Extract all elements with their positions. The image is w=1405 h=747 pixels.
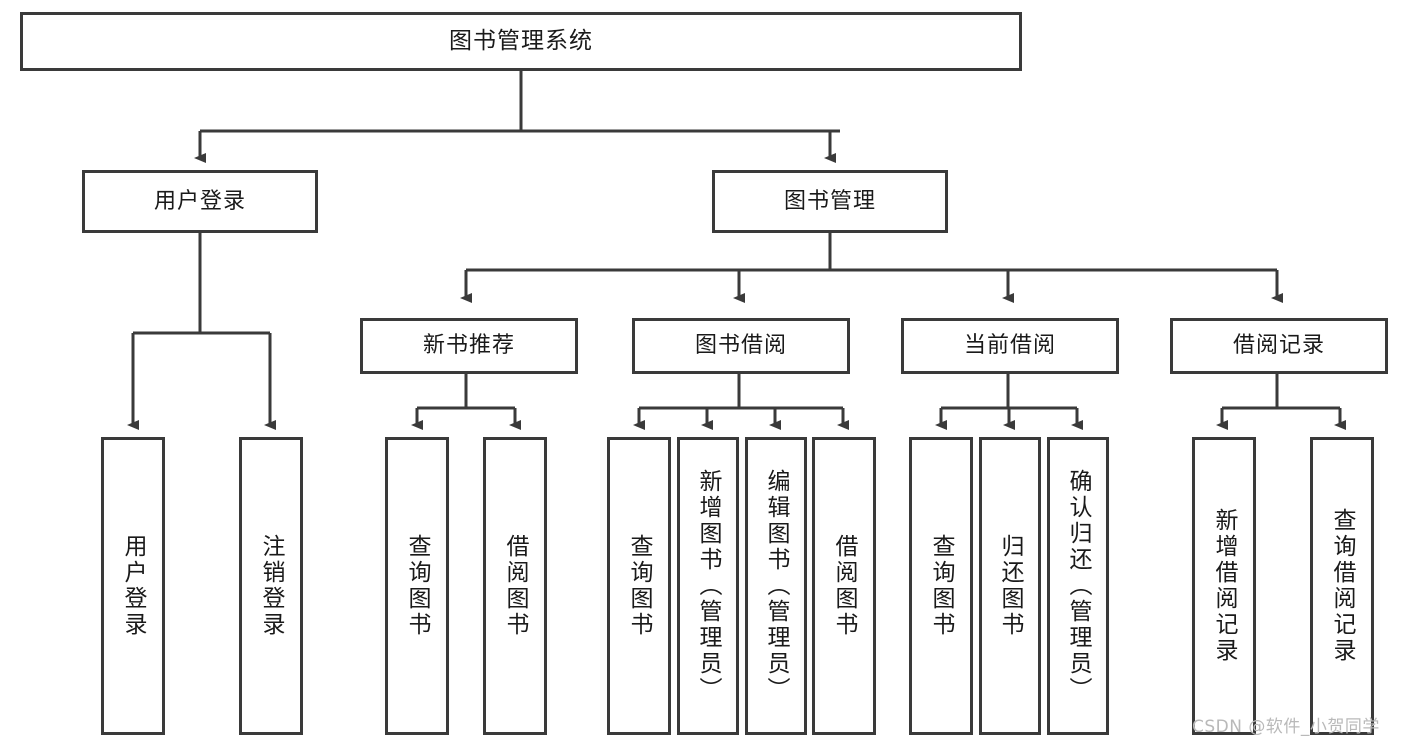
- node-label: 用户登录: [153, 188, 246, 214]
- leaf-current-confirm-return-admin[interactable]: 确认归还（管理员）: [1047, 437, 1109, 735]
- node-book-borrow[interactable]: 图书借阅: [632, 318, 850, 374]
- node-label: 查询借阅记录: [1329, 508, 1356, 664]
- leaf-borrow-edit-book-admin[interactable]: 编辑图书（管理员）: [745, 437, 807, 735]
- leaf-user-logout[interactable]: 注销登录: [239, 437, 303, 735]
- node-label: 当前借阅: [963, 333, 1056, 359]
- node-current-borrow[interactable]: 当前借阅: [901, 318, 1119, 374]
- leaf-current-query-book[interactable]: 查询图书: [909, 437, 973, 735]
- leaf-recommend-borrow-book[interactable]: 借阅图书: [483, 437, 547, 735]
- leaf-records-query-record[interactable]: 查询借阅记录: [1310, 437, 1374, 735]
- node-root-system[interactable]: 图书管理系统: [20, 12, 1022, 71]
- node-label: 归还图书: [997, 534, 1024, 638]
- node-label: 图书管理系统: [449, 28, 593, 55]
- node-label: 图书管理: [783, 188, 876, 214]
- node-label: 注销登录: [258, 534, 285, 638]
- node-label: 新增借阅记录: [1211, 508, 1238, 664]
- leaf-borrow-borrow-book[interactable]: 借阅图书: [812, 437, 876, 735]
- node-new-book-recommend[interactable]: 新书推荐: [360, 318, 578, 374]
- node-label: 查询图书: [928, 534, 955, 638]
- node-label: 确认归还（管理员）: [1065, 469, 1092, 703]
- node-label: 新书推荐: [422, 333, 515, 359]
- leaf-records-add-record[interactable]: 新增借阅记录: [1192, 437, 1256, 735]
- leaf-borrow-add-book-admin[interactable]: 新增图书（管理员）: [677, 437, 739, 735]
- node-label: 借阅记录: [1232, 333, 1325, 359]
- node-label: 查询图书: [404, 534, 431, 638]
- leaf-user-login[interactable]: 用户登录: [101, 437, 165, 735]
- node-label: 借阅图书: [831, 534, 858, 638]
- leaf-current-return-book[interactable]: 归还图书: [979, 437, 1041, 735]
- node-label: 新增图书（管理员）: [695, 469, 722, 703]
- node-label: 图书借阅: [694, 333, 787, 359]
- watermark-text: CSDN @软件_小贺同学: [1192, 717, 1380, 737]
- node-label: 查询图书: [626, 534, 653, 638]
- leaf-borrow-query-book[interactable]: 查询图书: [607, 437, 671, 735]
- node-book-management[interactable]: 图书管理: [712, 170, 948, 233]
- node-user-login[interactable]: 用户登录: [82, 170, 318, 233]
- node-borrow-records[interactable]: 借阅记录: [1170, 318, 1388, 374]
- leaf-recommend-query-book[interactable]: 查询图书: [385, 437, 449, 735]
- node-label: 编辑图书（管理员）: [763, 469, 790, 703]
- node-label: 借阅图书: [502, 534, 529, 638]
- node-label: 用户登录: [120, 534, 147, 638]
